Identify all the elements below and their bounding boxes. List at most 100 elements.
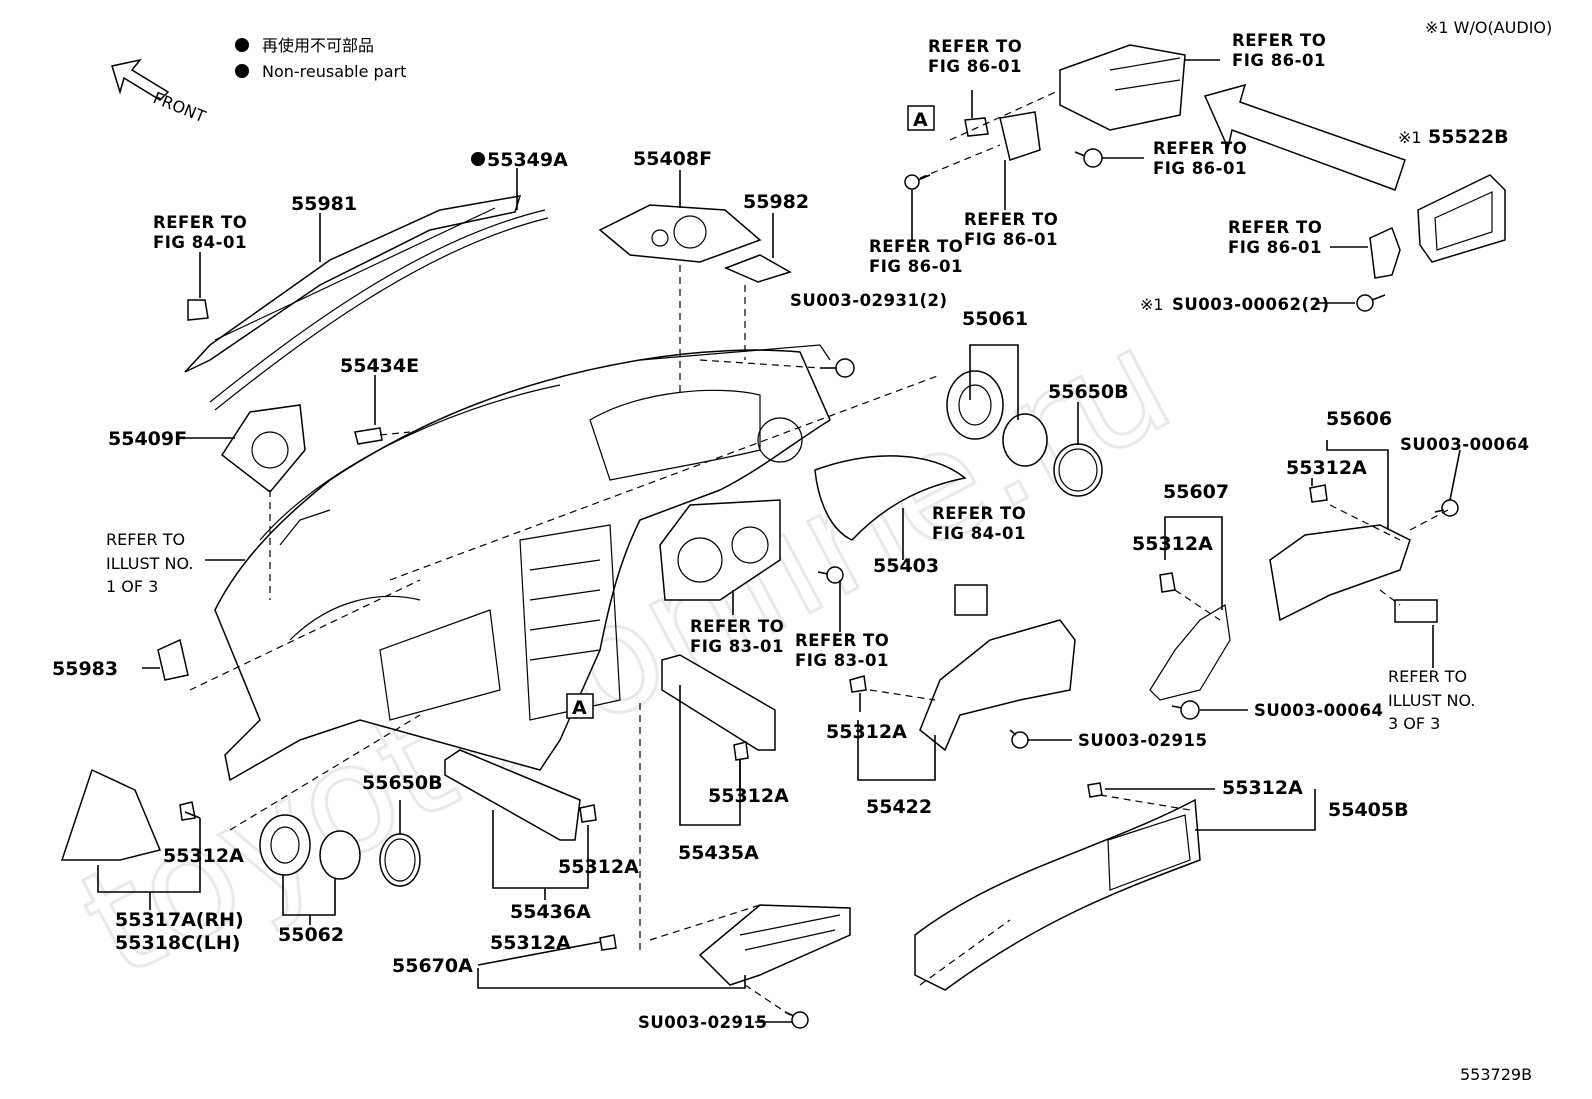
strip-55435a [661,654,776,751]
ref-83-01-b2: FIG 83-01 [795,651,889,670]
screw-00062-mark: ※1 [1140,295,1164,314]
ref-86-01-a1: REFER TO [928,37,1022,56]
label-55650b-bottom: 55650B [362,772,443,794]
label-55422: 55422 [866,796,932,818]
label-55312a-b2: 55312A [558,856,639,878]
vent-55062 [259,814,311,876]
label-55607: 55607 [1163,481,1229,503]
label-55312a-r2: 55312A [1132,533,1213,555]
front-label: FRONT [151,88,209,126]
ref-86-01-c2: FIG 86-01 [1153,159,1247,178]
ref-illust-1-l2: ILLUST NO. [106,554,193,573]
label-55403: 55403 [873,555,939,577]
ref-86-01-b2: FIG 86-01 [1232,51,1326,70]
legend-dot-icon-2 [235,64,249,78]
ref-83-01-a2: FIG 83-01 [690,637,784,656]
marker-a-box-top [907,105,935,131]
label-55982: 55982 [743,191,809,213]
ref-84-01-left-1: REFER TO [153,213,247,232]
assembly-lines [189,89,1449,1016]
screw-00064-mid: SU003-00064 [1254,701,1383,720]
label-55522b-mark: ※1 [1398,128,1422,147]
clip-icon [187,299,209,321]
ref-83-01-b1: REFER TO [795,631,889,650]
trim-55983 [157,638,189,681]
label-55061: 55061 [962,308,1028,330]
label-55318c: 55318C(LH) [115,932,240,954]
side-cover [60,768,162,861]
vent-55061 [946,370,1004,440]
legend-dot-icon [235,38,249,52]
ref-86-01-e1: REFER TO [869,237,963,256]
legend-en: Non-reusable part [262,62,406,81]
ref-86-01-f1: REFER TO [1228,218,1322,237]
switch-panel-55606 [1269,524,1411,622]
ref-84-01-mid-2: FIG 84-01 [932,524,1026,543]
screw-02931: SU003-02931(2) [790,291,948,310]
label-55312a-m: 55312A [708,785,789,807]
label-55408f: 55408F [633,148,712,170]
cover-55522b [1417,174,1506,263]
label-55062: 55062 [278,924,344,946]
bracket-86 [999,111,1041,161]
ref-84-01-mid-1: REFER TO [932,504,1026,523]
strip-55436a [444,749,581,841]
label-55435a: 55435A [678,842,759,864]
vent-ring-left [379,833,421,887]
ref-illust-3-l2: ILLUST NO. [1388,691,1475,710]
ref-illust-1-l1: REFER TO [106,530,185,549]
screw-00062: SU003-00062(2) [1172,295,1330,314]
audio-unit [1059,44,1186,131]
marker-a-top: A [913,109,928,131]
label-55436a: 55436A [510,901,591,923]
label-55312a-r1: 55312A [1286,457,1367,479]
non-reusable-dot-icon [471,152,485,166]
marker-a-box-mid [566,693,594,719]
ref-84-01-left-2: FIG 84-01 [153,233,247,252]
label-55312a-br: 55312A [1222,777,1303,799]
ref-86-01-b1: REFER TO [1232,31,1326,50]
screw-icon [784,148,1459,1029]
direction-arrow-icon [1203,83,1406,191]
label-55312a-b3: 55312A [490,932,571,954]
ref-illust-3-l3: 3 OF 3 [1388,714,1440,733]
top-cover [598,204,762,263]
screw-00064-right: SU003-00064 [1400,435,1529,454]
ref-86-01-d2: FIG 86-01 [964,230,1058,249]
ref-83-01-a1: REFER TO [690,617,784,636]
lower-cover-55422 [919,619,1076,752]
speaker-cover-left [220,404,306,494]
label-55670a: 55670A [392,955,473,977]
label-55409f: 55409F [108,428,187,450]
meter-hood [814,455,967,541]
label-55434e: 55434E [340,355,419,377]
ref-86-01-c1: REFER TO [1153,139,1247,158]
front-arrow-icon [111,58,170,101]
marker-a-mid: A [572,697,587,719]
label-55405b: 55405B [1328,799,1409,821]
vent-55670a [698,904,851,986]
label-55349a: 55349A [487,149,568,171]
screw-02915-bottom: SU003-02915 [638,1013,767,1032]
ref-86-01-a2: FIG 86-01 [928,57,1022,76]
legend-jp: 再使用不可部品 [262,36,374,55]
leader-lines [97,59,1461,1023]
ref-86-01-d1: REFER TO [964,210,1058,229]
label-55606: 55606 [1326,408,1392,430]
label-55983: 55983 [52,658,118,680]
vent-ring-right [1053,443,1103,497]
screw-02915-mid: SU003-02915 [1078,731,1207,750]
vent-trim-55982 [724,254,792,283]
bracket-55607 [1149,604,1231,701]
panel-55405b [914,798,1201,991]
label-55312a-l: 55312A [163,845,244,867]
ref-86-01-f2: FIG 86-01 [1228,238,1322,257]
label-55317a: 55317A(RH) [115,909,244,931]
instrument-panel [214,349,831,782]
clip-55434e [354,427,383,445]
ref-illust-1-l3: 1 OF 3 [106,577,158,596]
ref-86-01-e2: FIG 86-01 [869,257,963,276]
label-55981: 55981 [291,193,357,215]
illustration-id: 553729B [1460,1065,1532,1084]
